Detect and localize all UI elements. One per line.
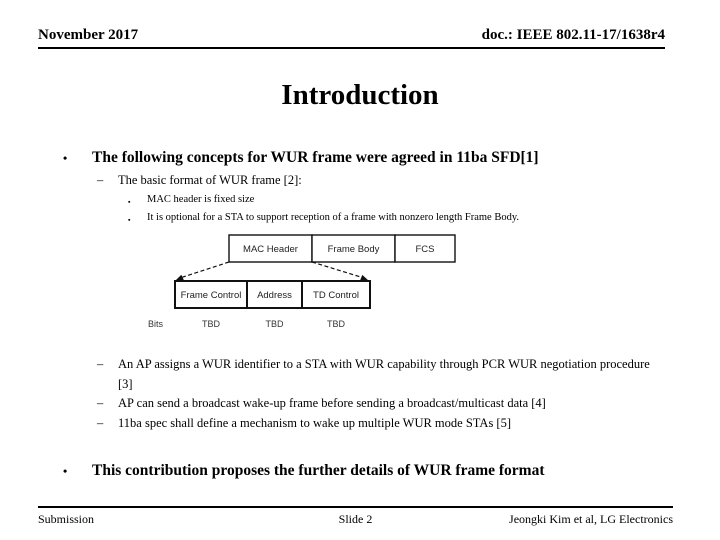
footer-submission: Submission [38,512,95,526]
frame-body-label: Frame Body [328,244,380,255]
bullet-text: This contribution proposes the further d… [92,462,545,479]
bits-label: Bits [148,319,164,329]
td-control-label: TD Control [313,290,359,301]
dash-bullet-icon: – [97,357,104,371]
sub-bullet-ap-assigns: – An AP assigns a WUR identifier to a ST… [97,355,665,394]
frame-body-box [311,234,396,263]
mac-header-box [228,234,313,263]
td-control-box [301,280,371,309]
footer-slide-number: Slide 2 [338,512,373,526]
bits-tbd-frame-control: TBD [202,319,221,329]
square-bullet-icon: ▪ [128,198,131,206]
sub-sub-bullet-mac-header: ▪ MAC header is fixed size [128,193,720,209]
frame-control-box [174,280,248,309]
arrowhead-left-icon [175,274,184,281]
frame-control-label: Frame Control [181,290,242,301]
wur-frame-format-diagram: MAC Header Frame Body FCS Frame Control … [148,234,456,329]
fcs-box [394,234,456,263]
sub-sub-bullet-text: It is optional for a STA to support rece… [147,212,520,223]
sub-bullet-text: AP can send a broadcast wake-up frame be… [118,396,546,410]
header-date: November 2017 [38,27,139,43]
bullet-icon: • [63,151,68,165]
dash-bullet-icon: – [97,416,104,430]
address-label: Address [257,290,292,301]
bullet-icon: • [63,464,68,478]
sub-bullet-text: The basic format of WUR frame [2]: [118,173,302,187]
sub-bullet-11ba-mechanism: – 11ba spec shall define a mechanism to … [97,414,665,434]
dash-bullet-icon: – [97,396,104,410]
slide-footer: Submission Slide 2 Jeongki Kim et al, LG… [38,506,673,532]
header-doc-number: doc.: IEEE 802.11-17/1638r4 [481,27,665,43]
sub-bullet-text: An AP assigns a WUR identifier to a STA … [118,357,650,391]
arrowhead-right-icon [360,274,369,281]
square-bullet-icon: ▪ [128,216,131,224]
expansion-line-right [311,261,365,279]
sub-bullet-broadcast-wakeup: – AP can send a broadcast wake-up frame … [97,394,665,414]
bullet-contribution-proposal: • This contribution proposes the further… [63,461,703,481]
address-box [246,280,303,309]
page-title: Introduction [281,79,439,111]
mac-header-label: MAC Header [243,244,298,255]
expansion-line-left [179,261,230,279]
bits-tbd-td-control: TBD [327,319,346,329]
dash-bullet-icon: – [97,173,104,187]
sub-sub-bullet-text: MAC header is fixed size [147,194,255,205]
sub-bullet-text: 11ba spec shall define a mechanism to wa… [118,416,512,430]
slide-header: November 2017 doc.: IEEE 802.11-17/1638r… [38,27,665,49]
bits-tbd-address: TBD [266,319,285,329]
fcs-label: FCS [416,244,435,255]
bullet-agreed-concepts: • The following concepts for WUR frame w… [63,148,703,168]
footer-authors: Jeongki Kim et al, LG Electronics [509,512,673,526]
bullet-text: The following concepts for WUR frame wer… [92,149,539,166]
sub-sub-bullet-optional-sta: ▪ It is optional for a STA to support re… [128,211,720,227]
sub-bullet-basic-format: – The basic format of WUR frame [2]: [97,171,665,191]
